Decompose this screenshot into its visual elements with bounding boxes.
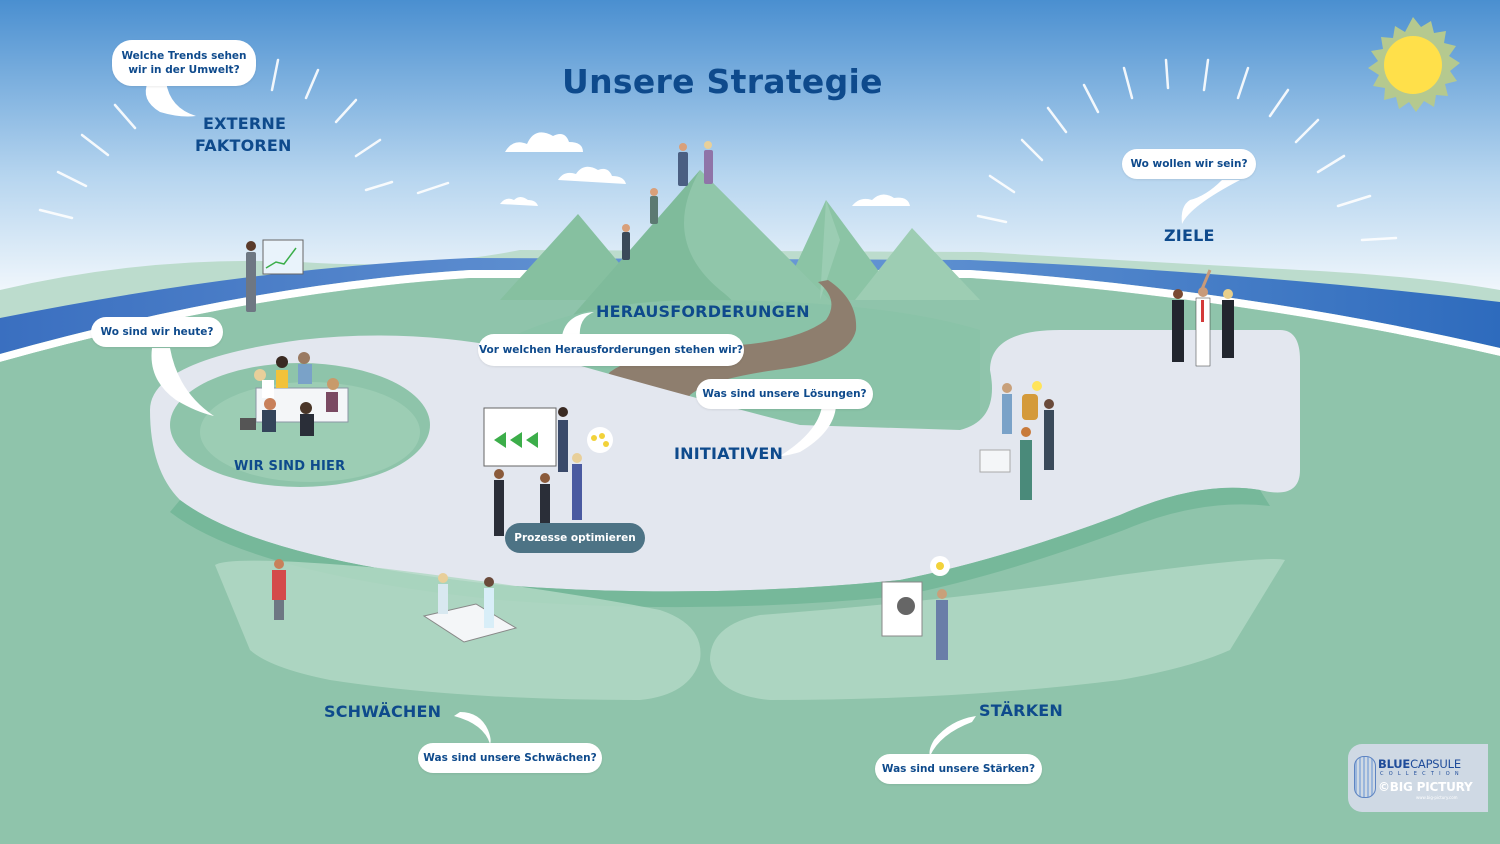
action-pill-prozesse-optimieren: Prozesse optimieren [505,523,645,553]
strength-area [710,559,1285,700]
label-staerken: STÄRKEN [979,701,1064,720]
cloud-icon [500,132,910,206]
logo-brand-bold: BLUE [1378,757,1411,771]
capsule-icon [1354,756,1376,798]
label-initiativen: INITIATIVEN [674,444,784,463]
river-icon [0,258,1500,354]
label-herausforderungen: HERAUSFORDERUNGEN [596,302,810,321]
logo-brand: BLUECAPSULE [1378,757,1461,771]
logo-url: www.big-pictury.com [1416,795,1458,800]
path-loop [150,330,1300,592]
question-bubble-externe-faktoren: Welche Trends sehen wir in der Umwelt? [112,40,256,86]
page-title: Unsere Strategie [562,62,883,101]
logo-collection: COLLECTION [1380,771,1464,777]
question-bubble-schwaechen: Was sind unsere Schwächen? [418,743,602,773]
mountain-icon [500,170,980,340]
sun-icon [1368,17,1460,112]
question-bubble-ziele: Wo wollen wir sein? [1122,149,1256,179]
label-wir-sind-hier: WIR SIND HIER [234,459,346,474]
question-bubble-wir-sind-hier: Wo sind wir heute? [91,317,223,347]
label-schwaechen: SCHWÄCHEN [324,702,442,721]
question-line-1: Welche Trends sehen [121,50,247,62]
label-ziele: ZIELE [1164,226,1215,245]
question-bubble-staerken: Was sind unsere Stärken? [875,754,1042,784]
label-line-2: FAKTOREN [195,136,292,155]
label-line-1: EXTERNE [203,114,287,133]
question-line-2: wir in der Umwelt? [128,64,240,76]
logo-publisher: ©BIG PICTURY [1378,780,1473,794]
label-externe-faktoren: EXTERNE FAKTOREN [195,113,292,157]
bubble-tails [145,82,1240,756]
bluecapsule-logo: BLUECAPSULE COLLECTION ©BIG PICTURY www.… [1348,744,1488,812]
question-bubble-initiativen: Was sind unsere Lösungen? [696,379,873,409]
people-illustration [240,141,1234,660]
logo-brand-light: CAPSULE [1410,757,1461,771]
question-bubble-herausforderungen: Vor welchen Herausforderungen stehen wir… [478,334,744,366]
sun-rays [38,58,1398,242]
